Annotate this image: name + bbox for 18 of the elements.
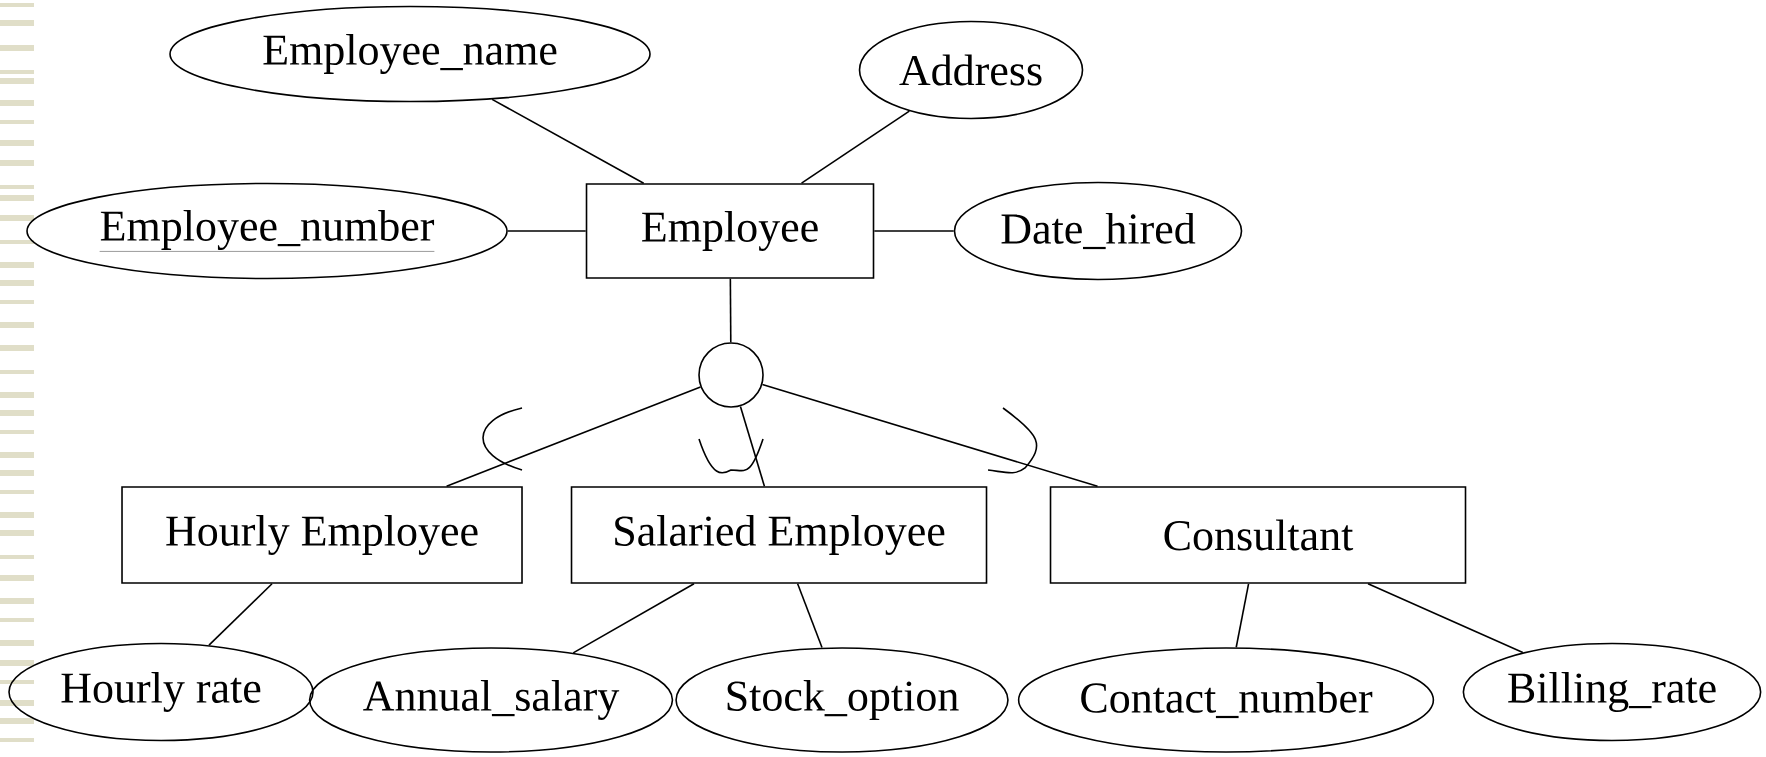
subtype-box: Consultant [1049, 486, 1467, 584]
subtype-box: Salaried Employee [570, 486, 988, 584]
connector-line [739, 405, 766, 487]
connector-line [491, 98, 645, 184]
connector-line [1367, 583, 1524, 654]
connector-line [507, 230, 587, 232]
connector-line [873, 230, 955, 232]
connector-line [572, 583, 695, 654]
connector-line [796, 583, 823, 649]
connector-line [761, 383, 1099, 487]
connector-line [800, 110, 911, 184]
connector-line [445, 386, 702, 487]
connector-line [208, 583, 273, 646]
connector-line [729, 278, 732, 343]
disjointness-circle [698, 342, 764, 408]
entity-box: Employee [585, 183, 875, 279]
connector-line [1235, 583, 1250, 649]
subtype-box: Hourly Employee [121, 486, 523, 584]
